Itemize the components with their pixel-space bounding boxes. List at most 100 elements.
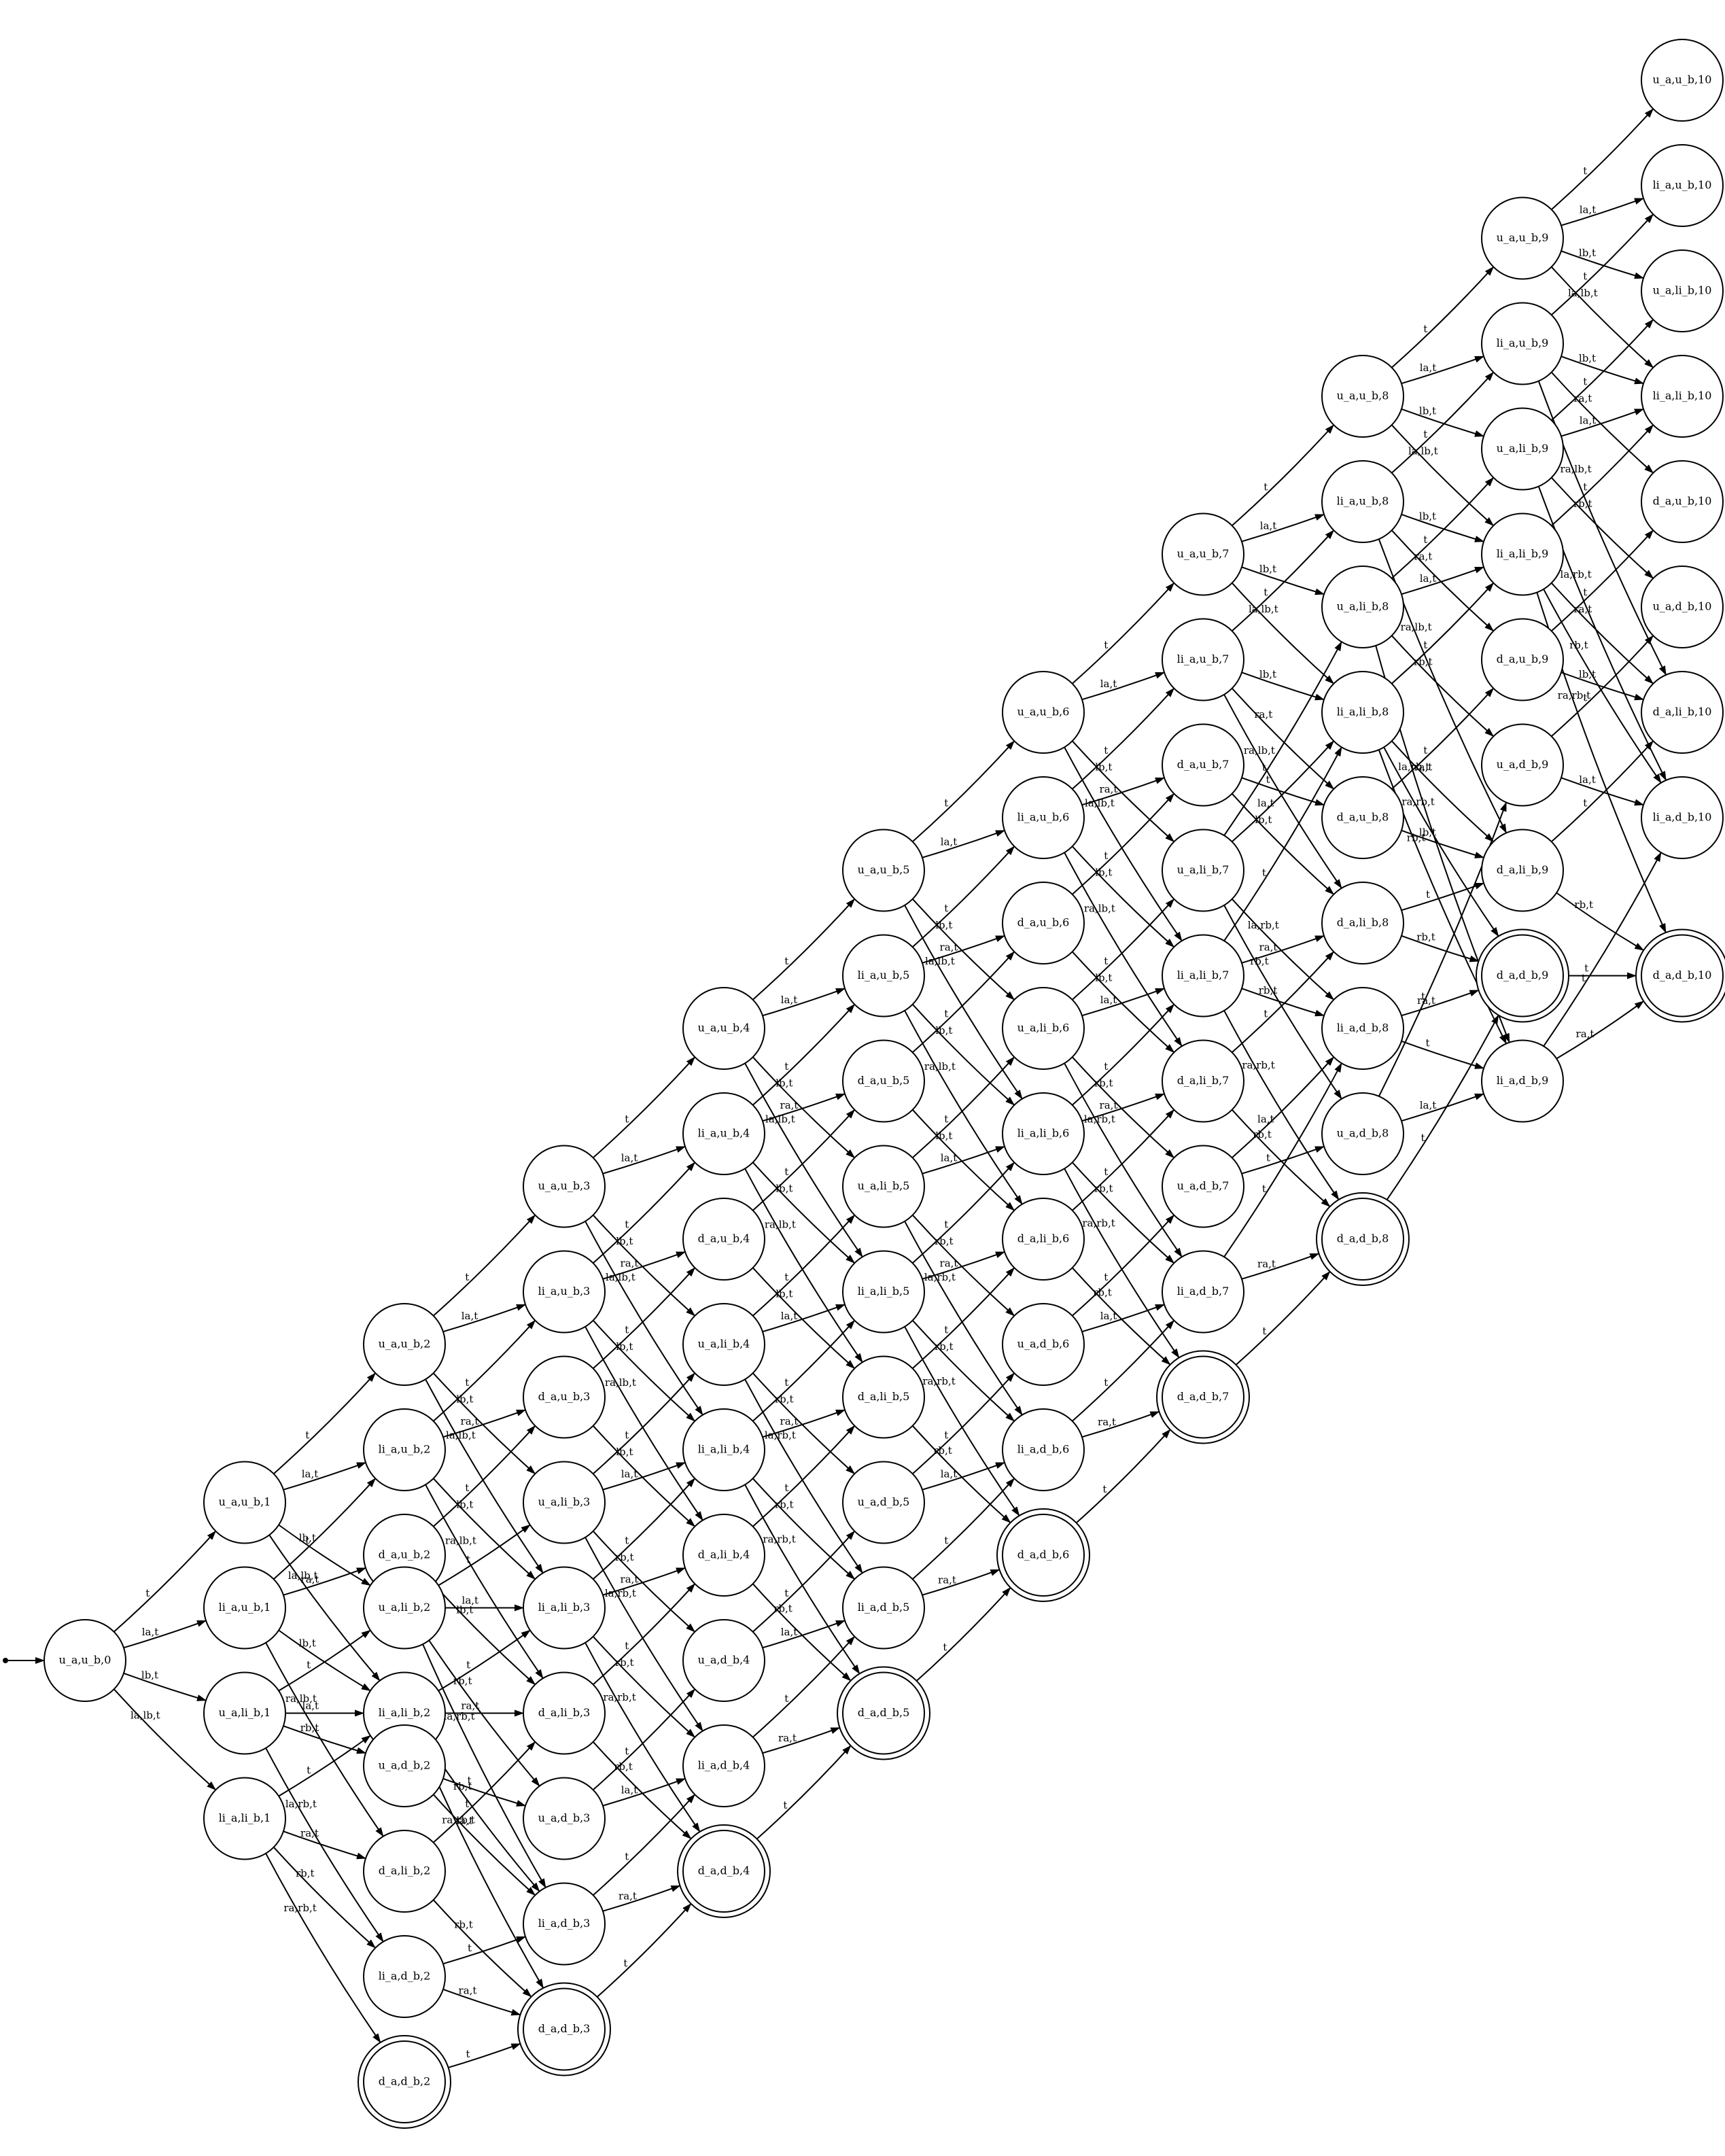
transition-edge xyxy=(283,1461,366,1491)
state-label: u_a,d_b,8 xyxy=(1337,1127,1389,1140)
edge-label: ra,lb,t xyxy=(1244,744,1275,757)
state-label: li_a,u_b,2 xyxy=(379,1443,431,1456)
edge-label: t xyxy=(1104,1376,1108,1389)
edge-label: la,t xyxy=(1579,773,1596,786)
transition-edge xyxy=(1223,905,1342,1100)
edge-label: ra,t xyxy=(938,1574,956,1586)
state-node-d-a-u-b-7: d_a,u_b,7 xyxy=(1162,723,1244,807)
transition-edge xyxy=(911,1320,1015,1422)
state-label: d_a,u_b,7 xyxy=(1177,758,1230,771)
state-label: u_a,u_b,4 xyxy=(698,1022,750,1034)
edge-label: t xyxy=(465,1482,469,1494)
edge-label: t xyxy=(1583,271,1587,283)
edge-label: ra,t xyxy=(1417,994,1435,1007)
state-circle xyxy=(682,1408,765,1491)
state-circle xyxy=(682,1514,765,1597)
state-node-d-a-u-b-6: d_a,u_b,6 xyxy=(1002,882,1085,964)
edge-label: t xyxy=(1423,428,1427,440)
state-node-d-a-d-b-3: d_a,d_b,3 xyxy=(517,1982,611,2076)
state-circle xyxy=(842,1039,925,1123)
edge-label: t xyxy=(944,1535,948,1547)
transition-edge xyxy=(602,1145,686,1175)
transition-edge xyxy=(1223,1062,1342,1257)
transition-edge xyxy=(1550,477,1654,579)
transition-edge xyxy=(422,1644,546,1888)
edge-label: la,t xyxy=(1100,994,1117,1006)
edge-label: la,rb,t xyxy=(285,1798,317,1810)
edge-label: ra,t xyxy=(461,1415,479,1427)
edge-label: t xyxy=(1583,481,1587,493)
state-circle xyxy=(1002,776,1085,859)
edge-label: ra,t xyxy=(1098,1416,1116,1428)
state-label: li_a,li_b,4 xyxy=(698,1443,750,1456)
state-circle xyxy=(1002,1514,1085,1597)
transition-edge xyxy=(1391,687,1495,790)
edge-label: t xyxy=(468,1942,472,1954)
edge-label: rb,t xyxy=(453,1675,472,1687)
state-circle xyxy=(1002,1408,1085,1491)
transition-edge xyxy=(1223,1010,1340,1200)
edge-label: t xyxy=(1266,1152,1270,1164)
edge-label: la,t xyxy=(1580,415,1597,427)
transition-edge xyxy=(912,1478,1015,1580)
transition-edge xyxy=(425,1378,544,1574)
transition-edge xyxy=(1401,566,1484,595)
transition-edge xyxy=(1551,213,1654,316)
state-label: li_a,li_b,10 xyxy=(1653,389,1712,402)
transition-edge xyxy=(265,1642,384,1837)
accepting-outer-ring xyxy=(996,1508,1090,1602)
state-node-d-a-li-b-9: d_a,li_b,9 xyxy=(1481,829,1564,912)
transition-edge xyxy=(1081,1093,1165,1122)
transition-edge xyxy=(752,1478,856,1580)
state-circle xyxy=(1481,512,1564,596)
transition-edge xyxy=(762,988,846,1017)
state-node-u-a-li-b-10: u_a,li_b,10 xyxy=(1641,249,1724,332)
transition-edge xyxy=(593,1478,696,1580)
state-circle xyxy=(842,1145,925,1228)
state-circle xyxy=(203,1671,286,1755)
state-circle xyxy=(1481,407,1564,491)
transition-edge xyxy=(1391,424,1495,527)
state-node-li-a-u-b-5: li_a,u_b,5 xyxy=(842,934,925,1018)
state-label: u_a,d_b,7 xyxy=(1177,1179,1230,1192)
state-node-d-a-li-b-7: d_a,li_b,7 xyxy=(1162,1039,1244,1123)
state-circle xyxy=(1481,829,1564,912)
edge-label: lb,t xyxy=(616,1340,633,1353)
state-label: d_a,u_b,10 xyxy=(1653,495,1712,508)
transition-edge xyxy=(1072,1003,1175,1106)
state-circle xyxy=(203,1566,286,1650)
edge-label: la,t xyxy=(621,1784,638,1796)
edge-label: ra,rb,t xyxy=(922,1375,955,1387)
state-circle xyxy=(1641,566,1724,648)
state-label: u_a,d_b,4 xyxy=(698,1654,750,1667)
state-node-li-a-d-b-4: li_a,d_b,4 xyxy=(682,1724,765,1807)
state-node-u-a-d-b-5: u_a,d_b,5 xyxy=(842,1461,925,1544)
edge-label: lb,t xyxy=(616,1235,633,1247)
edge-label: rb,t xyxy=(773,1603,792,1615)
edge-label: t xyxy=(1421,1132,1425,1144)
state-node-li-a-u-b-7: li_a,u_b,7 xyxy=(1162,618,1244,701)
transition-edge xyxy=(278,1629,371,1692)
transition-edge xyxy=(593,1267,696,1370)
state-label: d_a,d_b,9 xyxy=(1497,969,1549,981)
state-circle xyxy=(842,1566,925,1650)
state-circle xyxy=(1641,249,1724,332)
transition-edge xyxy=(1232,1056,1335,1159)
edge-label: la,lb,t xyxy=(446,1429,476,1442)
state-label: d_a,d_b,10 xyxy=(1653,969,1712,981)
state-label: d_a,li_b,8 xyxy=(1337,916,1389,929)
state-circle xyxy=(1321,1092,1404,1175)
accepting-outer-ring xyxy=(1156,1350,1250,1444)
state-node-u-a-li-b-6: u_a,li_b,6 xyxy=(1002,987,1085,1070)
edge-label: lb,t xyxy=(935,1024,952,1037)
edge-label: t xyxy=(1104,850,1108,862)
edge-label: ra,rb,t xyxy=(1401,795,1434,807)
state-label: d_a,d_b,2 xyxy=(379,2075,431,2088)
state-circle xyxy=(682,1830,765,1913)
transition-edge xyxy=(602,1777,686,1807)
edge-label: t xyxy=(466,1553,470,1565)
edge-label: la,lb,t xyxy=(606,1271,635,1283)
state-label: li_a,li_b,2 xyxy=(379,1706,431,1719)
transition-edge xyxy=(912,740,1015,843)
edge-label: rb,t xyxy=(1569,639,1588,651)
